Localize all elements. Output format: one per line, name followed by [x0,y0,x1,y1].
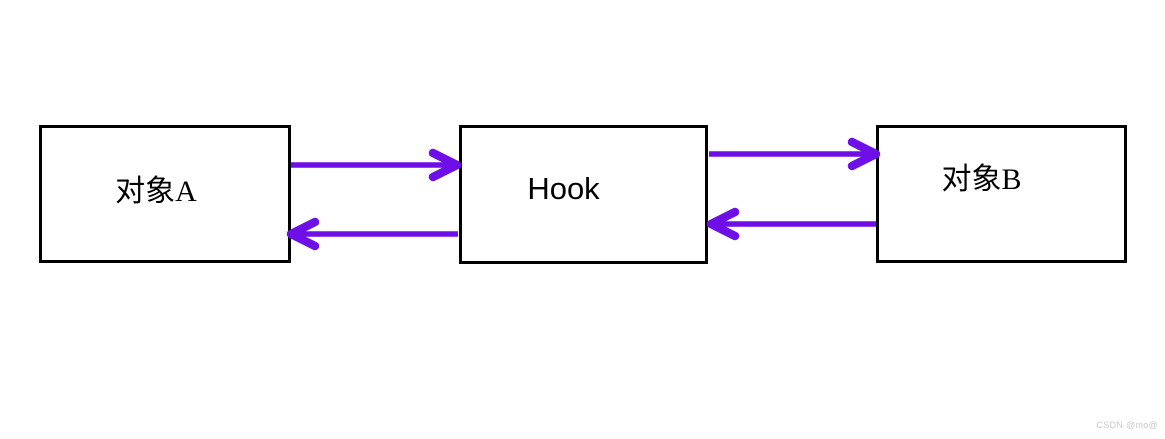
arrow-object-a-to-hook [291,148,462,182]
node-hook-label: Hook [527,171,600,206]
node-object-a: 对象A [39,125,291,263]
node-object-b-label: 对象B [941,163,1022,196]
arrow-hook-to-object-b [709,137,881,171]
node-object-a-label: 对象A [115,175,197,208]
arrow-object-b-to-hook [706,207,876,241]
node-object-b: 对象B [876,125,1127,263]
arrow-hook-to-object-a [286,217,458,251]
node-hook: Hook [459,125,708,264]
watermark: CSDN @mo@ [1096,420,1158,430]
